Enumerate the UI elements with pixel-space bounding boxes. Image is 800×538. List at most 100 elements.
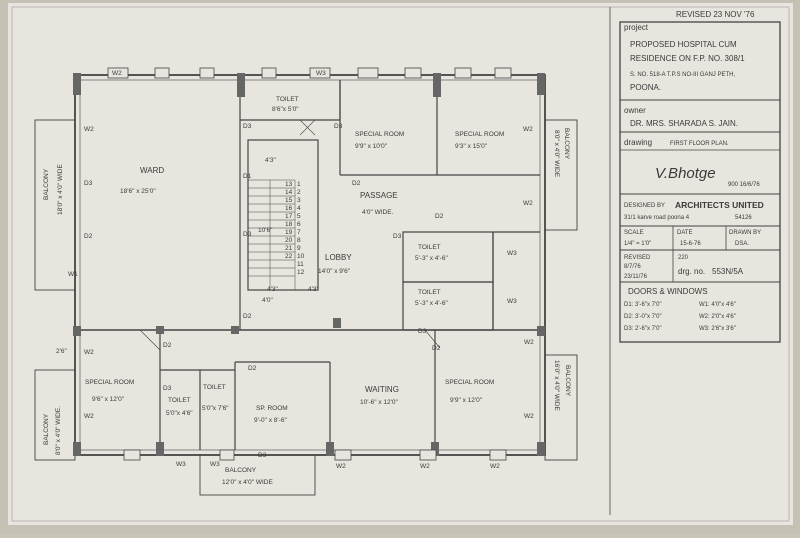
marker-w2-a: W2 bbox=[112, 70, 122, 77]
designed-by-label: DESIGNED BY bbox=[624, 203, 665, 209]
svg-text:4: 4 bbox=[297, 205, 301, 212]
firm-address: 31/1 karve road poona 4 bbox=[624, 215, 690, 221]
drawing-label: drawing bbox=[624, 138, 652, 147]
room-labels: WARD 18'6" x 25'0" TOILET 8'6"x 5'0" SPE… bbox=[43, 96, 571, 486]
door-d3: D3: 2'-6"x 7'0" bbox=[624, 326, 662, 332]
toilet-top-label: TOILET bbox=[276, 96, 299, 103]
revised-date-2: 23/11/76 bbox=[624, 274, 648, 280]
toilet-low-2-label: TOILET bbox=[203, 384, 226, 391]
marker-d3-b: D3 bbox=[243, 123, 252, 130]
window-w1: W1: 4'0"x 4'6" bbox=[699, 302, 736, 308]
project-line-1: PROPOSED HOSPITAL CUM bbox=[630, 40, 737, 49]
drawn-by-value: DSA. bbox=[735, 241, 749, 247]
owner-label: owner bbox=[624, 106, 646, 115]
svg-text:9: 9 bbox=[297, 245, 301, 252]
special-room-3-dim: 9'6" x 12'0" bbox=[92, 396, 125, 403]
svg-text:18: 18 bbox=[285, 221, 293, 228]
svg-text:22: 22 bbox=[285, 253, 293, 260]
project-label: project bbox=[624, 23, 649, 32]
marker-d3-d: D3 bbox=[243, 231, 252, 238]
sp-room-label: SP. ROOM bbox=[256, 405, 288, 412]
svg-text:5: 5 bbox=[297, 213, 301, 220]
toilet-low-1-dim: 5'0"x 4'6" bbox=[166, 410, 193, 417]
lobby-dim: 14'0" x 9'6" bbox=[318, 268, 351, 275]
owner-value: DR. MRS. SHARADA S. JAIN. bbox=[630, 119, 738, 128]
scale-label: SCALE bbox=[624, 230, 644, 236]
balcony-left-top-dim: 18'0" x 4'0" WIDE bbox=[57, 164, 64, 215]
balcony-left-top-label: BALCONY bbox=[43, 168, 50, 200]
door-d1: D1: 3'-6"x 7'0" bbox=[624, 302, 662, 308]
marker-w2-b: W2 bbox=[84, 126, 94, 133]
firm-phone: 54126 bbox=[735, 215, 752, 221]
date-label: DATE bbox=[677, 230, 693, 236]
marker-d3-f: D3 bbox=[418, 328, 427, 335]
windows-top bbox=[107, 67, 512, 461]
marker-w2-g: W2 bbox=[524, 413, 534, 420]
marker-w3-a: W3 bbox=[316, 70, 326, 77]
marker-w3-d: W3 bbox=[176, 461, 186, 468]
marker-w3-b: W3 bbox=[507, 250, 517, 257]
svg-text:20: 20 bbox=[285, 237, 293, 244]
date-value: 15-6-76 bbox=[680, 241, 701, 247]
svg-text:2: 2 bbox=[297, 189, 301, 196]
balcony-right-top-label: BALCONY bbox=[563, 128, 570, 160]
marker-w2-c: W2 bbox=[523, 126, 533, 133]
balcony-bottom bbox=[199, 454, 316, 496]
marker-d2-f: D2 bbox=[248, 365, 257, 372]
marker-d2-b: D2 bbox=[352, 180, 361, 187]
firm-name: ARCHITECTS UNITED bbox=[675, 200, 764, 210]
balcony-right-low bbox=[544, 354, 578, 461]
balcony-bottom-dim: 12'0" x 4'0" WIDE bbox=[222, 479, 273, 486]
marker-w2-h: W2 bbox=[84, 413, 94, 420]
special-room-4-dim: 9'9" x 12'0" bbox=[450, 397, 483, 404]
revised-label: REVISED bbox=[624, 255, 651, 261]
sign-note: 900 16/6/76 bbox=[728, 182, 760, 188]
stair-top-dim: 4'3" bbox=[265, 157, 276, 164]
marker-d2-a: D2 bbox=[84, 233, 93, 240]
balcony-left-low-label: BALCONY bbox=[43, 413, 50, 445]
balcony-right-low-dim: 16'0" x 4'0" WIDE bbox=[553, 360, 560, 411]
svg-text:10: 10 bbox=[297, 253, 305, 260]
sp-room-dim: 9'-0" x 8'-6" bbox=[254, 417, 287, 424]
balcony-left-top bbox=[34, 119, 76, 291]
stair-treads bbox=[248, 179, 296, 290]
window-w2: W2: 2'0"x 4'6" bbox=[699, 314, 736, 320]
marker-w2-e: W2 bbox=[84, 349, 94, 356]
left-window-mark: W1 bbox=[68, 271, 78, 278]
toilet-mid-2-label: TOILET bbox=[418, 289, 441, 296]
project-line-4: POONA. bbox=[630, 83, 661, 92]
svg-text:6: 6 bbox=[297, 221, 301, 228]
marker-w2-j: W2 bbox=[420, 463, 430, 470]
stair-hall bbox=[247, 139, 319, 291]
project-line-2: RESIDENCE ON F.P. NO. 308/1 bbox=[630, 54, 745, 63]
svg-text:11: 11 bbox=[297, 261, 304, 268]
svg-text:1: 1 bbox=[297, 181, 301, 188]
columns bbox=[73, 73, 545, 456]
marker-d1-a: D1 bbox=[243, 173, 252, 180]
marker-d3-h: D3 bbox=[258, 452, 267, 459]
title-block: project PROPOSED HOSPITAL CUM RESIDENCE … bbox=[619, 21, 781, 343]
drawn-by-label: DRAWN BY bbox=[729, 230, 761, 236]
balcony-right-low-label: BALCONY bbox=[564, 365, 571, 397]
special-room-2-dim: 9'3" x 15'0" bbox=[455, 143, 488, 150]
special-room-3-label: SPECIAL ROOM bbox=[85, 379, 134, 386]
doors-windows-title: DOORS & WINDOWS bbox=[628, 287, 708, 296]
special-room-2-label: SPECIAL ROOM bbox=[455, 131, 504, 138]
stair-numbers: 13 14 15 16 17 18 19 20 21 22 1 2 3 4 5 … bbox=[285, 181, 305, 276]
stair-left-dim: 10'6" bbox=[258, 227, 273, 234]
passage-label: PASSAGE bbox=[360, 191, 398, 200]
lobby-dim-b: 4'3" bbox=[308, 286, 319, 293]
marker-w3-c: W3 bbox=[507, 298, 517, 305]
balcony-right-top bbox=[544, 119, 578, 231]
marker-d3-g: D3 bbox=[163, 385, 172, 392]
svg-text:15: 15 bbox=[285, 197, 293, 204]
marker-d3-e: D3 bbox=[393, 233, 402, 240]
waiting-label: WAITING bbox=[365, 385, 399, 394]
balcony-bottom-label: BALCONY bbox=[225, 467, 257, 474]
drg-value: 553N/5A bbox=[712, 267, 744, 276]
special-room-1-label: SPECIAL ROOM bbox=[355, 131, 404, 138]
toilet-low-2-dim: 5'0"x 7'6" bbox=[202, 405, 229, 412]
marker-d2-g: D2 bbox=[432, 345, 441, 352]
